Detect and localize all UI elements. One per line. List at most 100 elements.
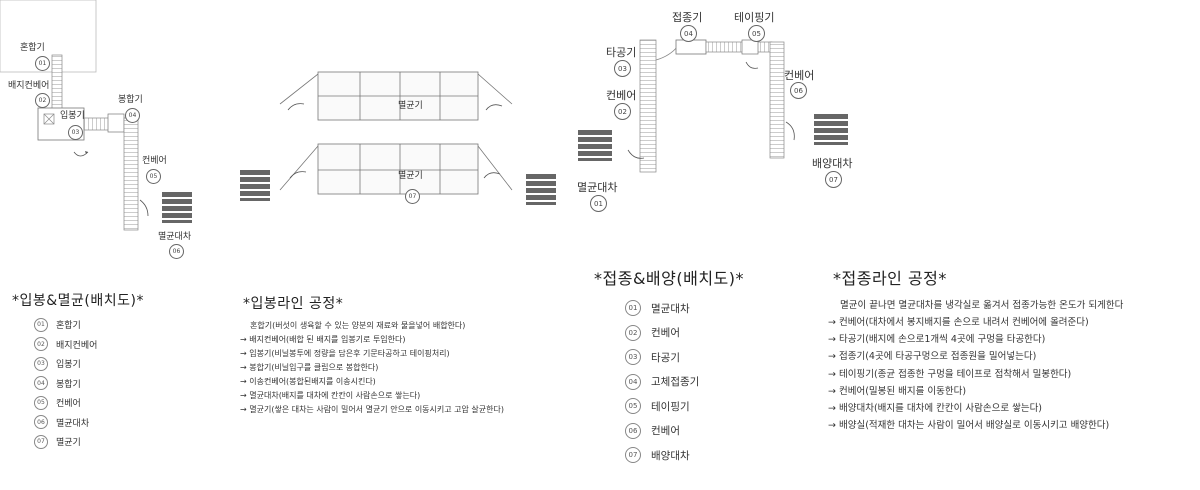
sealer-number: 04 [125, 108, 140, 123]
sterile-cart-number: 06 [169, 244, 184, 259]
taping-label: 테이핑기 [734, 11, 775, 24]
legend-item: 02 배지컨베어 [34, 335, 97, 355]
feed-conveyor-label: 배지컨베어 [8, 81, 50, 91]
process-step: → 테이핑기(종균 접종한 구멍을 테이프로 접착해서 밀봉한다) [828, 366, 1123, 383]
inoculation-process-steps: → 컨베어(대차에서 봉지배지를 손으로 내려서 컨베어에 올려준다)→ 타공기… [828, 314, 1123, 434]
arrow-right-icon: → [828, 402, 839, 414]
legend-label: 입봉기 [56, 360, 81, 371]
legend-number: 06 [625, 422, 641, 439]
inoculation-layout-heading: *접종&배양(배치도)* [594, 269, 745, 288]
legend-label: 컨베어 [56, 399, 81, 410]
arrow-right-icon: → [240, 363, 250, 372]
sterile-cart-number: 01 [590, 195, 607, 212]
conveyor-label: 컨베어 [142, 156, 167, 166]
legend-number: 04 [625, 373, 641, 390]
legend-item: 07 배양대차 [625, 443, 699, 468]
arrow-right-icon: → [240, 349, 250, 358]
mixer-label: 혼합기 [20, 43, 45, 53]
process-step-text: 접종기(4곳에 타공구멍으로 접종원을 밀어넣는다) [838, 351, 1037, 363]
legend-label: 멸균기 [56, 438, 81, 449]
arrow-right-icon: → [240, 335, 250, 344]
legend-item: 03 타공기 [625, 345, 699, 370]
legend-label: 멸균대차 [651, 302, 690, 315]
process-step-text: 배양실(적재한 대차는 사람이 밀어서 배양실로 이동시키고 배양한다) [838, 420, 1110, 432]
legend-number: 01 [34, 317, 48, 332]
packing-process-heading: *입봉라인 공정* [243, 296, 344, 312]
inoculator-number: 04 [680, 25, 697, 42]
legend-number: 03 [34, 356, 48, 371]
legend-number: 01 [625, 300, 641, 317]
legend-label: 컨베어 [651, 327, 680, 340]
legend-number: 07 [34, 434, 48, 449]
autoclave-bottom-label: 멸균기 [398, 171, 423, 181]
process-step: → 컨베어(대차에서 봉지배지를 손으로 내려서 컨베어에 올려준다) [828, 314, 1123, 331]
process-step: → 배지컨베어(배합 된 배지를 입봉기로 투입한다) [240, 334, 504, 348]
legend-item: 04 봉합기 [34, 374, 97, 394]
process-step-text: 멸균기(쌓은 대차는 사람이 밀어서 멸균기 안으로 이동시키고 고압 살균한다… [249, 405, 504, 414]
conveyor-left-label: 컨베어 [606, 89, 637, 102]
legend-item: 06 멸균대차 [34, 413, 97, 433]
process-step: → 컨베어(밀봉된 배지를 이동한다) [828, 383, 1123, 400]
process-step: → 이송컨베어(봉합된배지를 이송시킨다) [240, 376, 504, 390]
legend-number: 04 [34, 376, 48, 391]
process-step: → 입봉기(비닐봉투에 정량을 담은후 기문타공하고 테이핑처리) [240, 348, 504, 362]
legend-number: 02 [34, 337, 48, 352]
puncher-label: 타공기 [606, 46, 637, 59]
conveyor-number: 05 [146, 169, 161, 184]
legend-number: 06 [34, 415, 48, 430]
arrow-right-icon: → [828, 351, 839, 363]
arrow-right-icon: → [828, 334, 839, 346]
sealer-label: 봉합기 [118, 95, 143, 105]
process-step-text: 배지컨베어(배합 된 배지를 입봉기로 투입한다) [249, 335, 406, 344]
taping-number: 05 [748, 25, 765, 42]
process-step: → 접종기(4곳에 타공구멍으로 접종원을 밀어넣는다) [828, 348, 1123, 365]
legend-item: 04 고체접종기 [625, 370, 699, 395]
sterile-cart-label: 멸균대차 [158, 232, 192, 242]
arrow-right-icon: → [828, 385, 839, 397]
process-step: → 봉합기(비닐입구를 클립으로 봉합한다) [240, 362, 504, 376]
legend-label: 타공기 [651, 351, 680, 364]
legend-label: 배양대차 [651, 449, 690, 462]
legend-number: 05 [625, 398, 641, 415]
packing-process-intro: 혼합기(버섯이 생육할 수 있는 양분의 재료와 물을넣어 배합한다) [250, 321, 466, 330]
inoculation-process: 멸균이 끝나면 멸균대차를 냉각실로 옮겨서 접종가능한 온도가 되게한다 → … [828, 297, 1123, 434]
inoculation-layout-diagram [578, 39, 848, 173]
conveyor-right-number: 06 [790, 82, 807, 99]
process-step: → 배양대차(배지를 대차에 칸칸이 사람손으로 쌓는다) [828, 400, 1123, 417]
process-step-text: 멸균대차(배지를 대차에 칸칸이 사람손으로 쌓는다) [249, 391, 421, 400]
packing-layout-heading: *입봉&멸균(배치도)* [12, 293, 145, 309]
mixer-number: 01 [35, 56, 50, 71]
legend-number: 07 [625, 447, 641, 464]
process-step: → 타공기(배지에 손으로1개씩 4곳에 구멍을 타공한다) [828, 331, 1123, 348]
legend-item: 07 멸균기 [34, 432, 97, 452]
feed-conveyor-number: 02 [35, 93, 50, 108]
culture-cart-label: 배양대차 [812, 157, 853, 170]
legend-label: 멸균대차 [56, 418, 90, 429]
conveyor-right-label: 컨베어 [784, 69, 815, 82]
process-step: → 배양실(적재한 대차는 사람이 밀어서 배양실로 이동시키고 배양한다) [828, 417, 1123, 434]
inoculation-process-intro: 멸균이 끝나면 멸균대차를 냉각실로 옮겨서 접종가능한 온도가 되게한다 [840, 300, 1124, 311]
legend-label: 고체접종기 [651, 376, 700, 389]
legend-label: 봉합기 [56, 379, 81, 390]
packing-process-steps: → 배지컨베어(배합 된 배지를 입봉기로 투입한다)→ 입봉기(비닐봉투에 정… [240, 334, 504, 418]
arrow-right-icon: → [828, 368, 839, 380]
bagger-number: 03 [68, 125, 83, 140]
autoclave-diagram [240, 71, 556, 205]
process-step: → 멸균기(쌓은 대차는 사람이 밀어서 멸균기 안으로 이동시키고 고압 살균… [240, 404, 504, 418]
sterile-cart-label: 멸균대차 [577, 181, 618, 194]
bagger-label: 입봉기 [60, 111, 85, 121]
autoclave-number: 07 [405, 189, 420, 204]
arrow-right-icon: → [240, 377, 250, 386]
legend-label: 컨베어 [651, 425, 680, 438]
legend-number: 03 [625, 349, 641, 366]
process-step-text: 테이핑기(종균 접종한 구멍을 테이프로 접착해서 밀봉한다) [838, 368, 1072, 380]
culture-cart-number: 07 [825, 171, 842, 188]
process-step-text: 타공기(배지에 손으로1개씩 4곳에 구멍을 타공한다) [838, 334, 1046, 346]
legend-label: 배지컨베어 [56, 340, 98, 351]
inoculator-label: 접종기 [672, 11, 703, 24]
legend-item: 06 컨베어 [625, 419, 699, 444]
